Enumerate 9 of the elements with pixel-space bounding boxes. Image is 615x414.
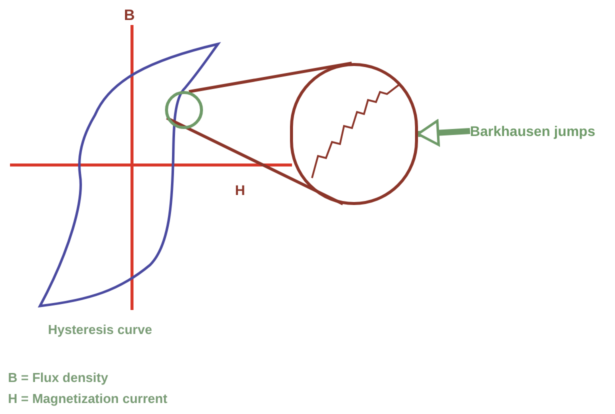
magnifier-line — [166, 116, 344, 206]
callout-text: Barkhausen jumps — [470, 121, 596, 142]
magnifier-line — [188, 62, 352, 94]
axis-label: H — [235, 181, 246, 200]
axis-label: B — [124, 6, 135, 26]
legend-note: B = Flux density — [8, 369, 108, 387]
plot-caption: Hysteresis curve — [48, 321, 152, 339]
arrow — [416, 120, 470, 146]
legend-note: H = Magnetization current — [8, 390, 168, 408]
